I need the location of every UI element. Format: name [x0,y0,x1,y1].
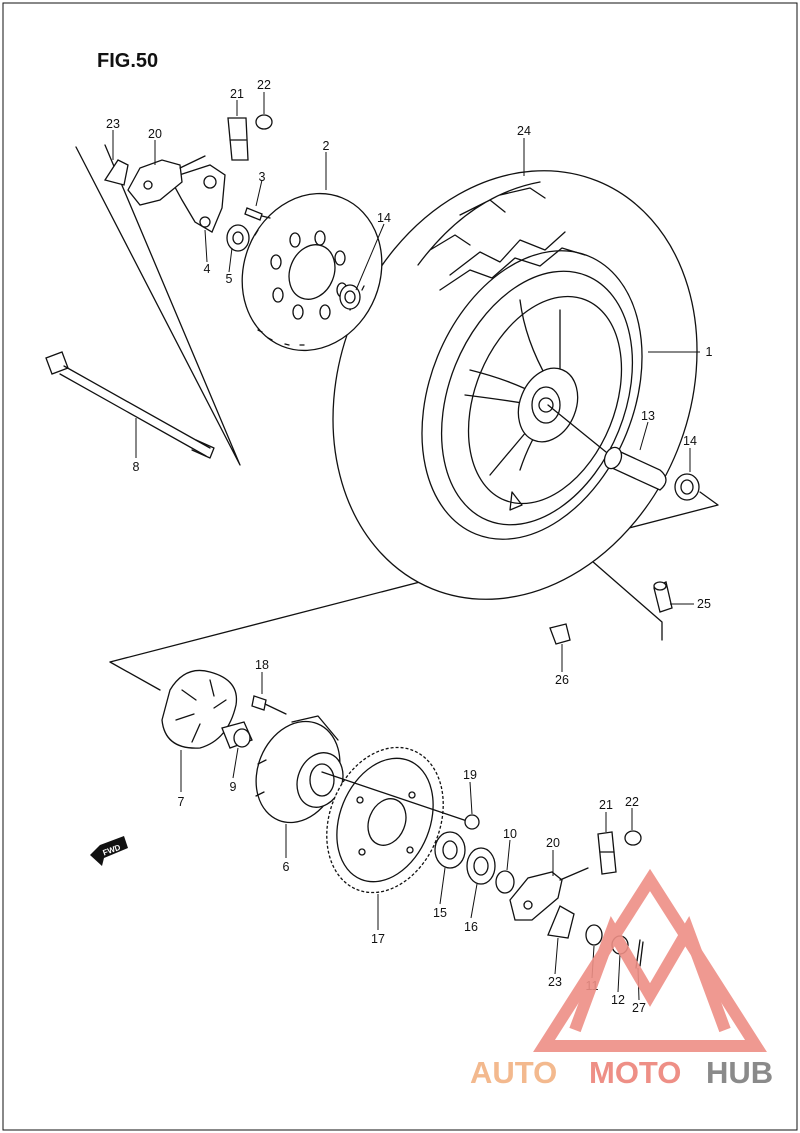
callout-20-lower: 20 [546,836,560,850]
callout-5: 5 [226,272,233,286]
callout-21-lower: 21 [599,798,613,812]
callout-21-upper: 21 [230,87,244,101]
disc-bolt [244,207,271,221]
wheel-bearing-left [339,284,361,310]
callout-3: 3 [259,170,266,184]
axle-spacer [547,404,667,491]
rear-axle [45,351,215,459]
chain-puller-upper [227,117,249,161]
watermark-logo [533,868,767,1052]
watermark-text: AUTO MOTO HUB [470,1055,773,1090]
callout-14-left: 14 [377,211,391,225]
rear-sprocket [321,746,471,894]
callout-26: 26 [555,673,569,687]
callout-14-right: 14 [683,434,697,448]
axle-washer [585,924,603,946]
fwd-arrow: FWD [90,836,128,866]
watermark-word-auto: AUTO [470,1055,557,1090]
callout-8: 8 [133,460,140,474]
sprocket-drum [255,715,344,824]
callout-9: 9 [230,780,237,794]
callout-1: 1 [706,345,713,359]
sprocket-nut [464,814,480,830]
chain-puller-lower [597,831,617,875]
wheel-bearing-right [674,473,700,501]
callout-10: 10 [503,827,517,841]
drum-bearing [434,831,466,869]
chain-adjuster-lower [509,867,589,939]
wheel-damper [161,669,238,749]
callout-18: 18 [255,658,269,672]
watermark-m-icon [569,916,731,1033]
oil-seal [466,847,496,885]
callout-25: 25 [697,597,711,611]
brake-disc [241,192,383,352]
nut-lower [624,830,642,846]
callout-12: 12 [611,993,625,1007]
callout-16: 16 [464,920,478,934]
callout-22-lower: 22 [625,795,639,809]
callout-15: 15 [433,906,447,920]
caliper-bracket [169,164,226,233]
figure-title: FIG.50 [97,50,158,72]
callout-17: 17 [371,932,385,946]
sprocket-mount-bolt [251,695,287,715]
callout-13: 13 [641,409,655,423]
callout-23-upper: 23 [106,117,120,131]
watermark-word-moto: MOTO [589,1055,681,1090]
callout-23-lower: 23 [548,975,562,989]
callout-4: 4 [204,262,211,276]
tire-valve [653,581,673,613]
watermark-word-hub: HUB [706,1055,773,1090]
callout-6: 6 [283,860,290,874]
callout-19: 19 [463,768,477,782]
callout-2: 2 [323,139,330,153]
damper-retainer [221,721,253,749]
callout-7: 7 [178,795,185,809]
callout-24: 24 [517,124,531,138]
callout-20-upper: 20 [148,127,162,141]
collar [226,224,250,252]
balance-weight [549,623,571,645]
callout-22-upper: 22 [257,78,271,92]
nut-upper [255,114,273,130]
callout-27: 27 [632,1001,646,1015]
drum-spacer [495,870,515,894]
chain-adjuster-upper [103,155,206,206]
